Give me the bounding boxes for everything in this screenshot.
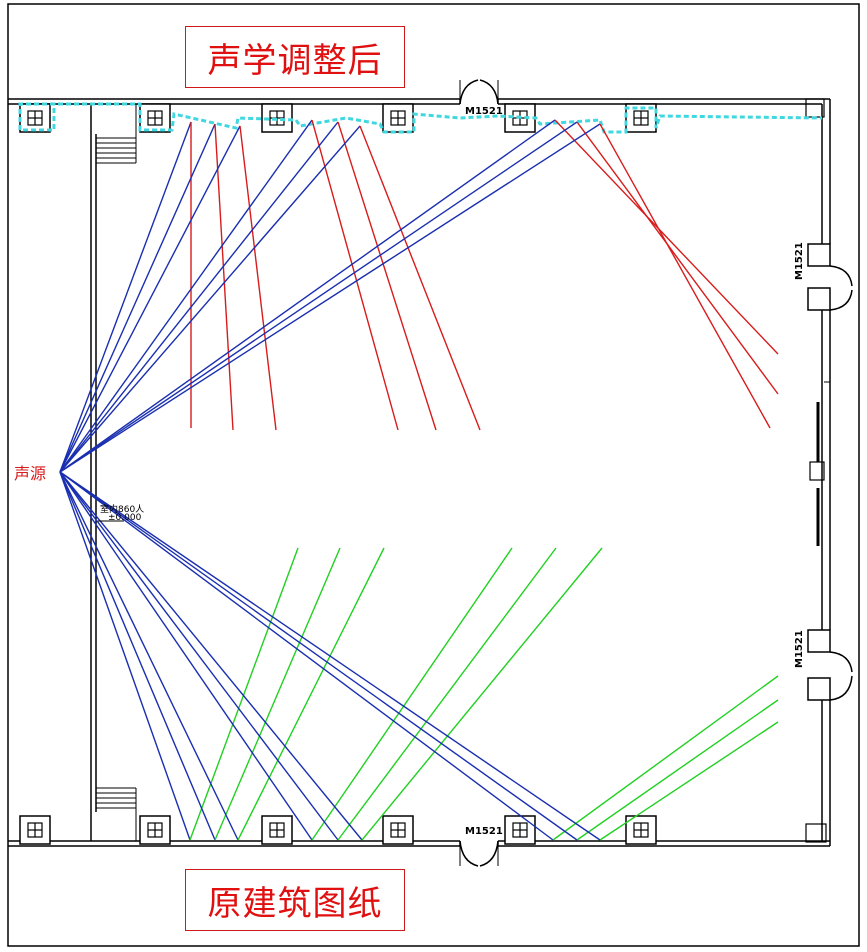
reflected-ray-bottom — [337, 547, 557, 841]
column-cross-icon — [261, 815, 293, 845]
incident-ray — [59, 471, 578, 841]
reflected-ray-bottom — [552, 675, 779, 841]
title-after-adjustment: 声学调整后 — [185, 26, 405, 88]
incident-ray — [59, 121, 192, 473]
door-label-right-upper: M1521 — [794, 242, 805, 280]
reflected-ray-top — [214, 123, 234, 431]
reflected-ray-bottom — [214, 547, 341, 841]
reflected-ray-bottom — [189, 547, 299, 841]
door-label-right-lower: M1521 — [794, 630, 805, 668]
sound-source-label: 声源 — [14, 464, 47, 483]
incident-ray — [59, 471, 363, 841]
incident-ray — [59, 125, 361, 473]
incident-ray — [59, 123, 216, 473]
incident-ray — [59, 471, 239, 841]
reflected-ray-top — [311, 119, 399, 431]
reflector-profile — [18, 102, 823, 134]
incident-ray — [59, 125, 241, 473]
column-cross-icon — [139, 103, 171, 133]
incident-ray — [59, 121, 578, 473]
column-cross-icon — [625, 815, 657, 845]
column-cross-icon — [19, 815, 51, 845]
reflected-ray-bottom — [599, 721, 779, 841]
reflected-ray-bottom — [576, 699, 779, 841]
column-cross-icon — [382, 815, 414, 845]
rays-group — [59, 119, 779, 841]
incident-ray — [59, 471, 339, 841]
incident-ray — [59, 119, 556, 473]
door-top — [459, 79, 499, 105]
incident-ray — [59, 471, 191, 841]
door-label-bottom: M1521 — [465, 826, 503, 837]
incident-ray — [59, 121, 339, 473]
incident-ray — [59, 471, 554, 841]
column-cross-icon — [19, 103, 51, 133]
door-right-upper — [807, 243, 853, 311]
column-cross-icon — [382, 103, 414, 133]
stairs-top — [96, 104, 137, 164]
door-bottom — [459, 840, 499, 867]
title-original-drawing: 原建筑图纸 — [185, 869, 405, 931]
incident-ray — [59, 123, 601, 473]
incident-ray — [59, 119, 313, 473]
reflected-ray-top — [599, 123, 771, 429]
reflected-ray-bottom — [361, 547, 603, 841]
stairs-bottom — [96, 787, 137, 841]
reflected-ray-top — [359, 125, 481, 431]
incident-ray — [59, 471, 313, 841]
reflected-ray-bottom — [237, 547, 385, 841]
stage-edge — [90, 104, 97, 841]
door-right-lower — [807, 629, 853, 701]
reflected-ray-top — [576, 121, 779, 395]
right-wall — [821, 99, 831, 846]
incident-ray — [59, 471, 216, 841]
door-label-top: M1521 — [465, 106, 503, 117]
corner-column — [805, 823, 827, 843]
reflected-ray-bottom — [311, 547, 513, 841]
elevation-label-capacity: 室内860人 — [100, 505, 145, 515]
column-cross-icon — [504, 815, 536, 845]
reflected-ray-top — [239, 125, 277, 431]
right-window — [809, 381, 830, 546]
bottom-wall — [8, 840, 830, 847]
column-cross-icon — [139, 815, 171, 845]
reflected-ray-top — [337, 121, 437, 431]
reflected-ray-top — [554, 119, 779, 355]
elevation-label-level: ±0.000 — [108, 513, 142, 523]
page-frame — [7, 3, 860, 947]
incident-ray — [59, 471, 601, 841]
